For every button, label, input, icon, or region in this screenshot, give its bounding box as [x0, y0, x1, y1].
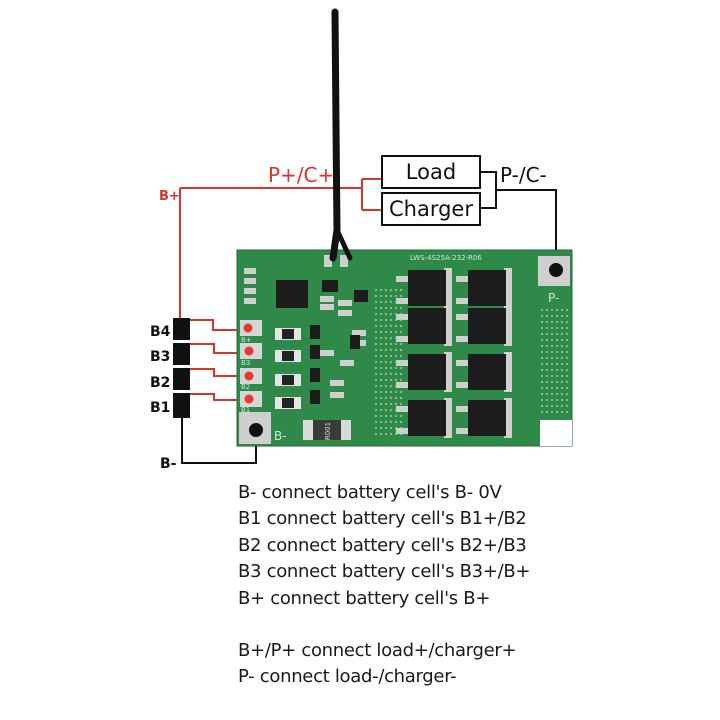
load-label: Load — [406, 160, 456, 184]
description-line: B+/P+ connect load+/charger+ — [238, 640, 517, 661]
description-line: B- connect battery cell's B- 0V — [238, 482, 502, 503]
pad-p-minus-text: P- — [548, 291, 559, 305]
pcb-board: LWS-4S25A-232-R06 — [236, 249, 573, 447]
p-minus-label: P-/C- — [500, 163, 547, 187]
description-line: B+ connect battery cell's B+ — [238, 588, 491, 609]
description-line: B2 connect battery cell's B2+/B3 — [238, 535, 527, 556]
b4-lead — [182, 319, 245, 331]
mosfet — [408, 354, 446, 390]
svg-text:R001: R001 — [324, 422, 332, 440]
ntc-thermistor-wire — [329, 8, 353, 262]
pad-b-minus-text: B- — [274, 429, 287, 443]
b-plus-label: B+ — [159, 189, 180, 204]
balance-resistors — [275, 328, 301, 409]
b-minus-label: B- — [160, 456, 177, 472]
mosfet — [468, 270, 506, 306]
svg-text:B+: B+ — [241, 336, 252, 344]
svg-text:B1: B1 — [241, 406, 250, 414]
mosfet — [468, 354, 506, 390]
svg-text:B3: B3 — [241, 359, 250, 367]
cell-b4 — [173, 318, 190, 340]
cell-label-b3: B3 — [150, 349, 170, 365]
b1-lead — [184, 393, 245, 401]
p-plus-branch — [361, 178, 382, 211]
cell-label-b4: B4 — [150, 324, 171, 340]
battery-stack — [173, 318, 190, 418]
balance-pads — [240, 320, 262, 407]
cell-label-b1: B1 — [150, 400, 170, 416]
cell-b3 — [173, 343, 190, 365]
mosfet — [408, 270, 446, 306]
cell-b2 — [173, 368, 190, 390]
description-line: B1 connect battery cell's B1+/B2 — [238, 508, 527, 529]
mosfet — [408, 308, 446, 344]
cell-b1 — [173, 393, 190, 418]
mosfet — [468, 400, 506, 436]
charger-label: Charger — [389, 197, 473, 221]
cell-label-b2: B2 — [150, 375, 170, 391]
description-line: B3 connect battery cell's B3+/B+ — [238, 561, 531, 582]
control-ic — [276, 280, 308, 308]
mosfet — [408, 400, 446, 436]
board-model-text: LWS-4S25A-232-R06 — [410, 254, 482, 262]
p-minus-wire — [496, 189, 557, 270]
load-box — [381, 155, 481, 189]
p-plus-label: P+/C+ — [268, 163, 334, 187]
charger-box — [381, 192, 481, 226]
b2-lead — [184, 368, 245, 377]
p-minus-bracket — [480, 171, 497, 209]
svg-text:B2: B2 — [241, 383, 250, 391]
mosfet-array — [396, 268, 512, 438]
description-line: P- connect load-/charger- — [238, 666, 457, 687]
b3-lead — [184, 343, 245, 354]
positive-wiring — [179, 178, 382, 401]
mosfet — [468, 308, 506, 344]
